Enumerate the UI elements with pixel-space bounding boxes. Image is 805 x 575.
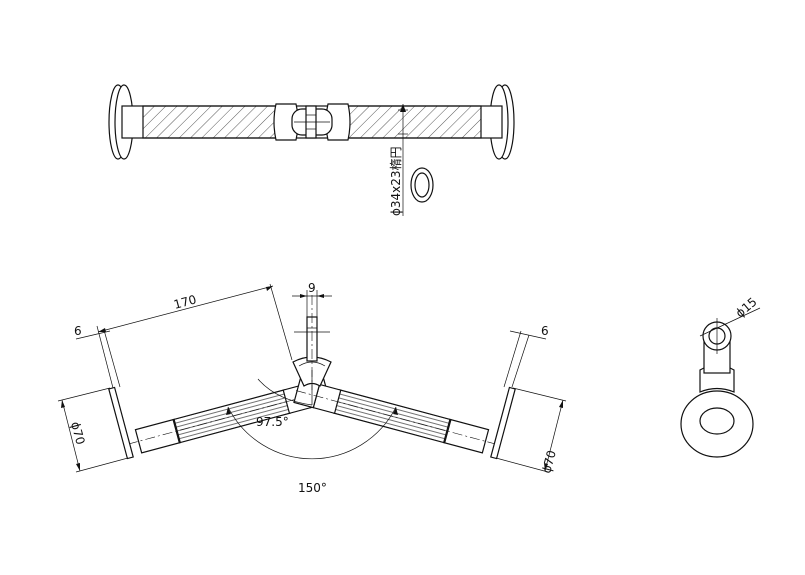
top-view: ϕ34x23楕円 [108,84,515,216]
left-diameter-label: ϕ70 [68,420,88,446]
oval-section-inner [414,172,430,198]
pin-diameter-label: ϕ15 [733,295,760,321]
top-section-label: ϕ34x23楕円 [389,146,403,216]
top-right-grip [347,105,482,139]
inner-angle-arc [257,378,313,406]
outer-angle-label: 150° [298,481,327,495]
left-front-plate [108,386,134,460]
front-view: 9 170 6 6 ϕ70 ϕ70 97.5° [57,281,567,495]
side-inner-ring [699,407,735,435]
top-left-grip [142,105,277,139]
oval-section-outer [410,167,434,203]
left-length-label: 170 [172,292,198,311]
outer-angle-arc [227,406,397,460]
right-offset-label: 6 [541,324,549,338]
grip-width-label: 9 [308,281,316,295]
right-diameter-label: ϕ70 [539,449,559,475]
left-offset-label: 6 [74,324,82,338]
right-front-plate [490,386,516,460]
inner-angle-label: 97.5° [256,415,289,429]
side-end-plate [680,390,754,458]
right-arm [293,378,497,454]
side-view: ϕ15 [680,295,761,458]
